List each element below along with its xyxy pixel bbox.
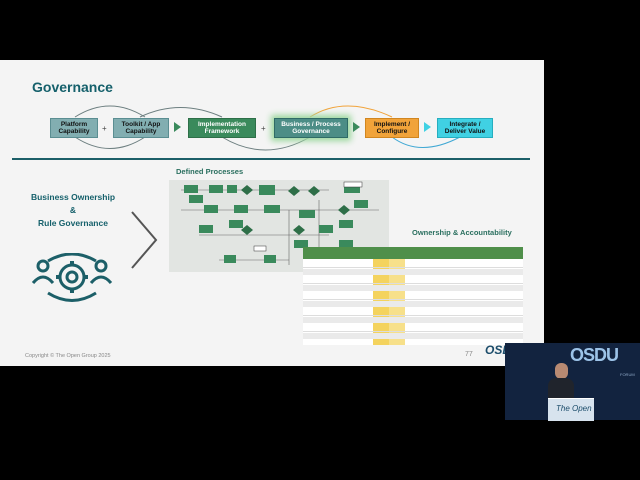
table-row [303,293,523,300]
page-number: 77 [465,351,473,358]
speaker-head [555,363,568,379]
ownership-matrix-table [303,247,523,345]
table-row [303,277,523,284]
slide-title: Governance [32,79,113,95]
divider [12,158,530,160]
plus-sign: + [261,124,266,133]
table-row [303,285,523,291]
flow-step-business-process-governance: Business / Process Governance [274,118,348,138]
table-row [303,269,523,275]
video-brand-logo: OSDU [570,345,619,365]
table-header [303,247,523,259]
flow-step-implement-configure: Implement / Configure [365,118,419,138]
flow-step-platform-capability: Platform Capability [50,118,98,138]
team-gear-icon [31,253,113,302]
ownership-accountability-heading: Ownership & Accountability [412,228,512,237]
table-row [303,261,523,268]
chevron-right-icon [424,122,431,132]
flow-step-integrate-deliver-value: Integrate / Deliver Value [437,118,493,138]
table-row [303,333,523,339]
defined-processes-heading: Defined Processes [176,167,244,176]
presentation-slide: Governance Platform Capability + Toolkit… [0,60,544,366]
chevron-right-icon [174,122,181,132]
podium [548,398,594,421]
video-brand-subtitle: FORUM [620,372,635,377]
table-row [303,309,523,316]
table-row [303,325,523,332]
podium-logo: The Open [556,404,592,413]
flow-step-toolkit-app-capability: Toolkit / App Capability [113,118,169,138]
chevron-right-icon [353,122,360,132]
business-ownership-heading: Business Ownership & Rule Governance [30,192,116,229]
table-row [303,301,523,307]
flow-step-implementation-framework: Implementation Framework [188,118,256,138]
arrow-right-icon [131,211,158,269]
copyright-footer: Copyright © The Open Group 2025 [25,353,111,359]
table-row [303,317,523,323]
plus-sign: + [102,124,107,133]
flow-connectors [74,105,461,151]
